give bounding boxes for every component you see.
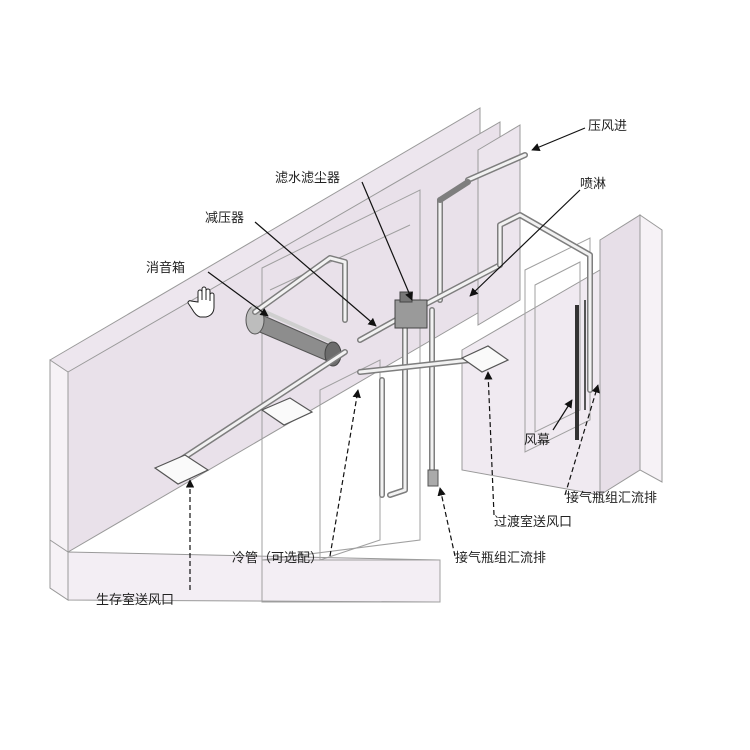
label-transition-room-outlet: 过渡室送风口	[494, 514, 572, 530]
label-cylinder-manifold-bottom: 接气瓶组汇流排	[455, 550, 546, 566]
label-spray: 喷淋	[580, 177, 606, 192]
label-cylinder-manifold-right: 接气瓶组汇流排	[566, 490, 657, 506]
label-water-dust-filter: 滤水滤尘器	[275, 171, 340, 186]
label-pressure-reducer: 减压器	[205, 211, 244, 226]
label-cooling-pipe: 冷管（可选配）	[232, 551, 323, 566]
label-survival-room-outlet: 生存室送风口	[96, 592, 174, 608]
pipe-network	[162, 152, 593, 498]
transition-room-outlet-vent	[460, 345, 510, 373]
leader-lines	[185, 127, 600, 590]
label-compressed-air-in: 压风进	[588, 119, 627, 134]
hand-cursor-icon	[187, 286, 215, 318]
label-silencer: 消音箱	[146, 260, 185, 276]
right-wall	[461, 124, 663, 496]
survival-room-outlet-vent	[153, 397, 314, 485]
label-air-curtain: 风幕	[524, 433, 550, 448]
